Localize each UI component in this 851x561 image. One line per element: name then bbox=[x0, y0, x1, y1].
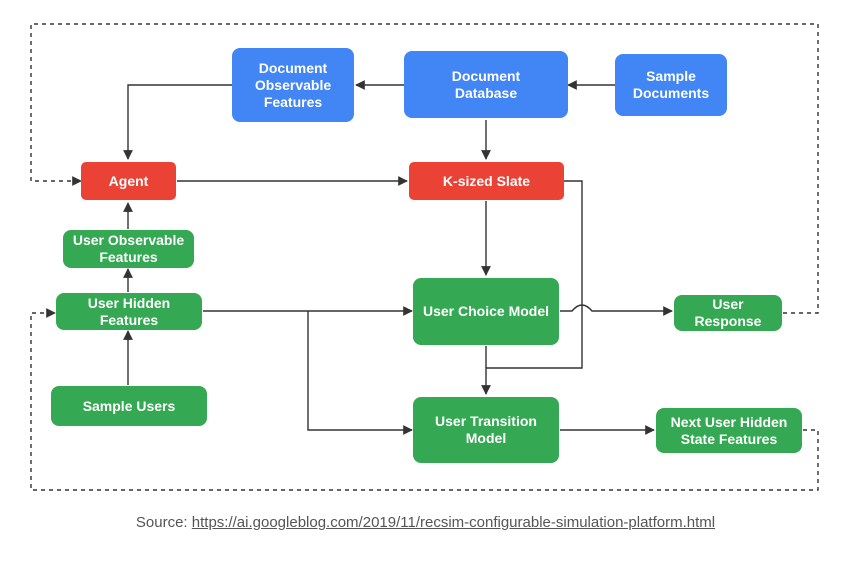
k-sized-slate-node: K-sized Slate bbox=[409, 162, 564, 200]
document-observable-features-node: Document Observable Features bbox=[232, 48, 354, 122]
source-caption: Source: https://ai.googleblog.com/2019/1… bbox=[0, 514, 851, 531]
slate-to-transition-arrow bbox=[481, 180, 583, 395]
user-observable-features-node: User Observable Features bbox=[63, 230, 194, 268]
source-label: Source: bbox=[135, 514, 192, 531]
source-link[interactable]: https://ai.googleblog.com/2019/11/recsim… bbox=[191, 514, 716, 531]
choice-to-response-arrow bbox=[560, 304, 673, 316]
sample-documents-node: Sample Documents bbox=[615, 54, 727, 116]
user-choice-model-node: User Choice Model bbox=[413, 278, 559, 345]
agent-node: Agent bbox=[81, 162, 176, 200]
user-hidden-features-node: User Hidden Features bbox=[56, 293, 202, 330]
document-database-node: Document Database bbox=[404, 51, 568, 118]
hidden-to-transition-arrow bbox=[307, 311, 413, 435]
user-response-node: User Response bbox=[674, 295, 782, 331]
doc-observable-to-agent-arrow bbox=[123, 84, 232, 160]
sample-users-node: Sample Users bbox=[51, 386, 207, 426]
next-user-hidden-state-features-node: Next User Hidden State Features bbox=[656, 408, 802, 453]
next-state-to-hidden-dashed-arrow bbox=[30, 308, 819, 491]
user-transition-model-node: User Transition Model bbox=[413, 397, 559, 463]
